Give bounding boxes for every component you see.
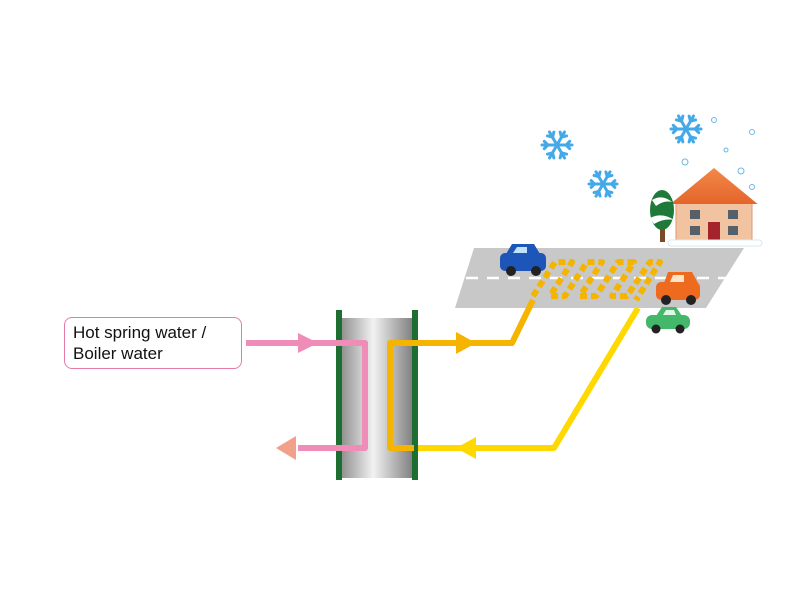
heated-loop-supply-arrow (387, 298, 536, 451)
snowflakes (540, 114, 703, 198)
hot-water-outflow-arrow (276, 436, 296, 460)
exchanger-left-plate (336, 310, 342, 480)
return-loop-arrow (418, 306, 641, 459)
car-icon (656, 272, 700, 305)
snow-dots (681, 117, 755, 190)
car-icon (646, 307, 690, 334)
snowflake-icon (540, 130, 574, 160)
road-heating-pipes (530, 259, 663, 302)
snowflake-icon (587, 170, 619, 198)
source-label-box: Hot spring water / Boiler water (64, 317, 242, 369)
road (455, 248, 744, 308)
hot-water-inflow-arrow (246, 333, 368, 451)
car-icon (500, 244, 546, 276)
source-label-line-2: Boiler water (73, 344, 163, 363)
tree-icon (650, 190, 674, 242)
source-label-line-1: Hot spring water / (73, 323, 207, 342)
house-icon (664, 160, 764, 247)
snowflake-icon (669, 114, 703, 144)
heat-exchanger (336, 310, 418, 480)
exchanger-right-plate (412, 310, 418, 480)
